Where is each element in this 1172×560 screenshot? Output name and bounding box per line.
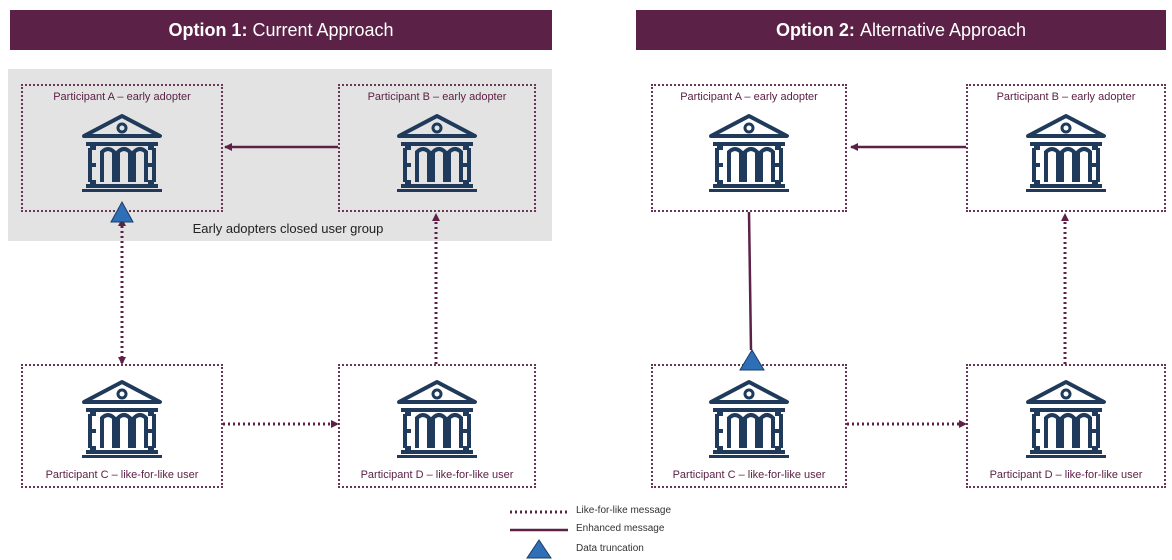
legend-enhanced-label: Enhanced message	[576, 523, 665, 534]
legend-data-truncation-icon	[526, 539, 552, 559]
option2-title-bold: Option 2:	[775, 19, 855, 40]
data-truncation-icon	[739, 349, 765, 371]
option2-title: Option 2: Alternative Approach	[636, 10, 1166, 50]
data-truncation-icon	[110, 200, 134, 223]
option2-participant-a: Participant A – early adopter	[651, 84, 847, 212]
option1-title-bold: Option 1:	[168, 19, 248, 40]
legend-truncation-label: Data truncation	[576, 543, 644, 554]
enhanced-message-connector	[747, 211, 753, 351]
option1-participant-c: Participant C – like-for-like user	[21, 364, 223, 488]
option1-title: Option 1: Current Approach	[10, 10, 552, 50]
participant-a-label: Participant A – early adopter	[680, 91, 818, 103]
participant-d-label: Participant D – like-for-like user	[360, 469, 514, 481]
closed-user-group-label: Early adopters closed user group	[192, 221, 384, 236]
option1-title-text: Current Approach	[252, 19, 394, 40]
participant-a-label: Participant A – early adopter	[53, 91, 191, 103]
legend-like-for-like-label: Like-for-like message	[576, 505, 672, 516]
option2-participant-b: Participant B – early adopter	[966, 84, 1166, 212]
participant-c-label: Participant C – like-for-like user	[672, 469, 826, 481]
option2-title-text: Alternative Approach	[859, 19, 1027, 40]
option1-participant-b: Participant B – early adopter	[338, 84, 536, 212]
participant-b-label: Participant B – early adopter	[996, 91, 1136, 103]
option1-participant-d: Participant D – like-for-like user	[338, 364, 536, 488]
participant-d-label: Participant D – like-for-like user	[989, 469, 1143, 481]
participant-b-label: Participant B – early adopter	[367, 91, 507, 103]
option2-participant-d: Participant D – like-for-like user	[966, 364, 1166, 488]
participant-c-label: Participant C – like-for-like user	[45, 469, 199, 481]
